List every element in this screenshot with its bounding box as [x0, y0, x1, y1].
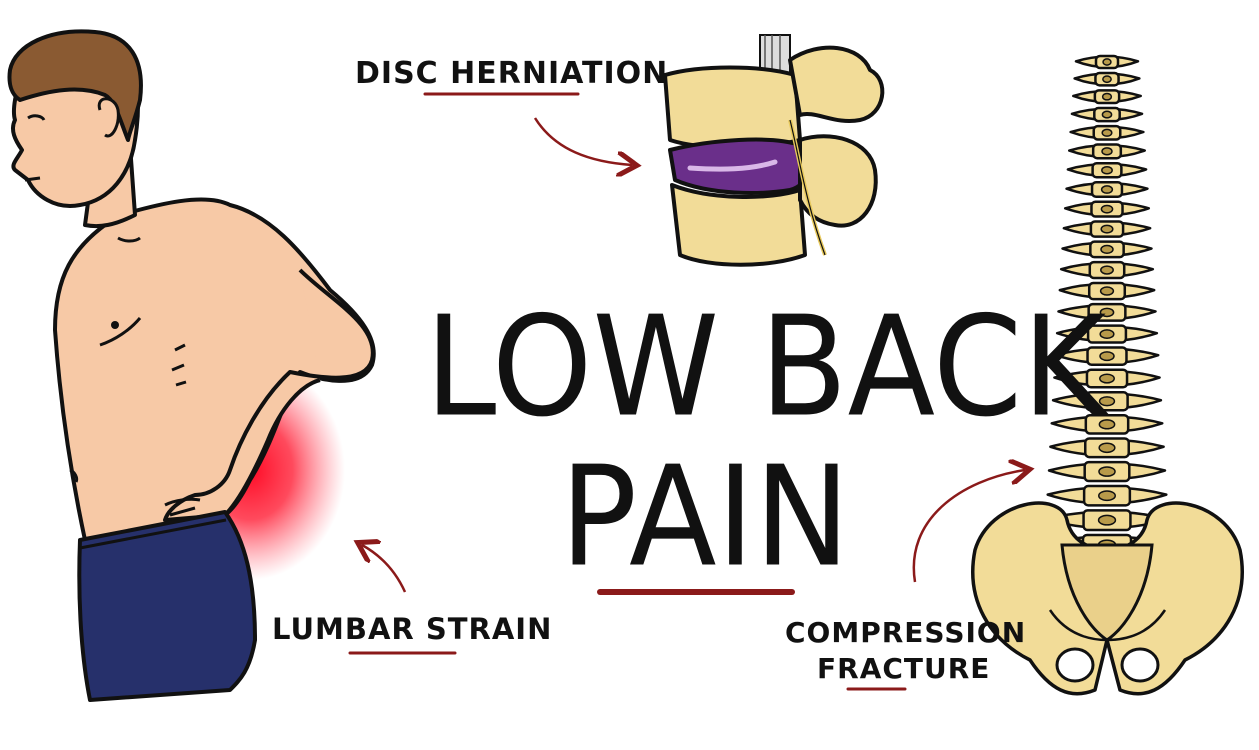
shorts: [77, 510, 257, 702]
vertebra: [1062, 220, 1152, 238]
label-disc-main: HERNIATION: [450, 56, 669, 91]
vertebra: [1046, 484, 1168, 507]
man-holding-lower-back-icon: [7, 29, 376, 702]
label-disc-prefix: DISC: [355, 56, 439, 91]
hair: [7, 29, 143, 142]
vertebra: [1057, 302, 1157, 322]
label-disc: DISC HERNIATION: [355, 56, 668, 91]
arm: [163, 268, 375, 522]
vertebra: [1068, 143, 1146, 160]
label-compression: COMPRESSION: [785, 616, 1027, 649]
page-title-line2: PAIN: [560, 437, 851, 598]
vertebra: [1074, 54, 1140, 70]
vertebra: [1073, 71, 1141, 87]
arrow-to-back: [362, 545, 407, 593]
vertebra: [1054, 346, 1160, 366]
page-title-line1: LOW BACK: [425, 287, 1107, 448]
label-fracture: FRACTURE: [817, 652, 991, 685]
arrow-to-vertebra: [533, 117, 632, 165]
arrow-to-spine: [912, 470, 1025, 583]
pelvis: [971, 501, 1244, 696]
vertebra: [1047, 460, 1167, 483]
vertebra: [1069, 124, 1145, 141]
vertebra: [1055, 324, 1159, 344]
spine-and-pelvis-icon: [971, 54, 1244, 696]
vertebra: [1051, 391, 1163, 412]
vertebra: [1045, 509, 1169, 532]
vertebra: [1050, 413, 1164, 435]
label-lumbar-prefix: LUMBAR: [272, 612, 415, 646]
label-lumbar: LUMBAR STRAIN: [272, 612, 552, 646]
vertebra: [1049, 437, 1165, 459]
vertebra: [1072, 89, 1142, 105]
label-lumbar-main: STRAIN: [425, 612, 553, 646]
vertebra: [1070, 106, 1144, 123]
vertebra: [1061, 240, 1153, 259]
vertebra: [1058, 281, 1156, 301]
vertebra: [1053, 368, 1161, 389]
vertebra: [1063, 200, 1151, 218]
vertebra-with-herniated-disc-icon: [663, 34, 885, 267]
vertebra: [1065, 181, 1149, 198]
vertebra: [1059, 260, 1155, 280]
vertebra: [1066, 161, 1148, 179]
